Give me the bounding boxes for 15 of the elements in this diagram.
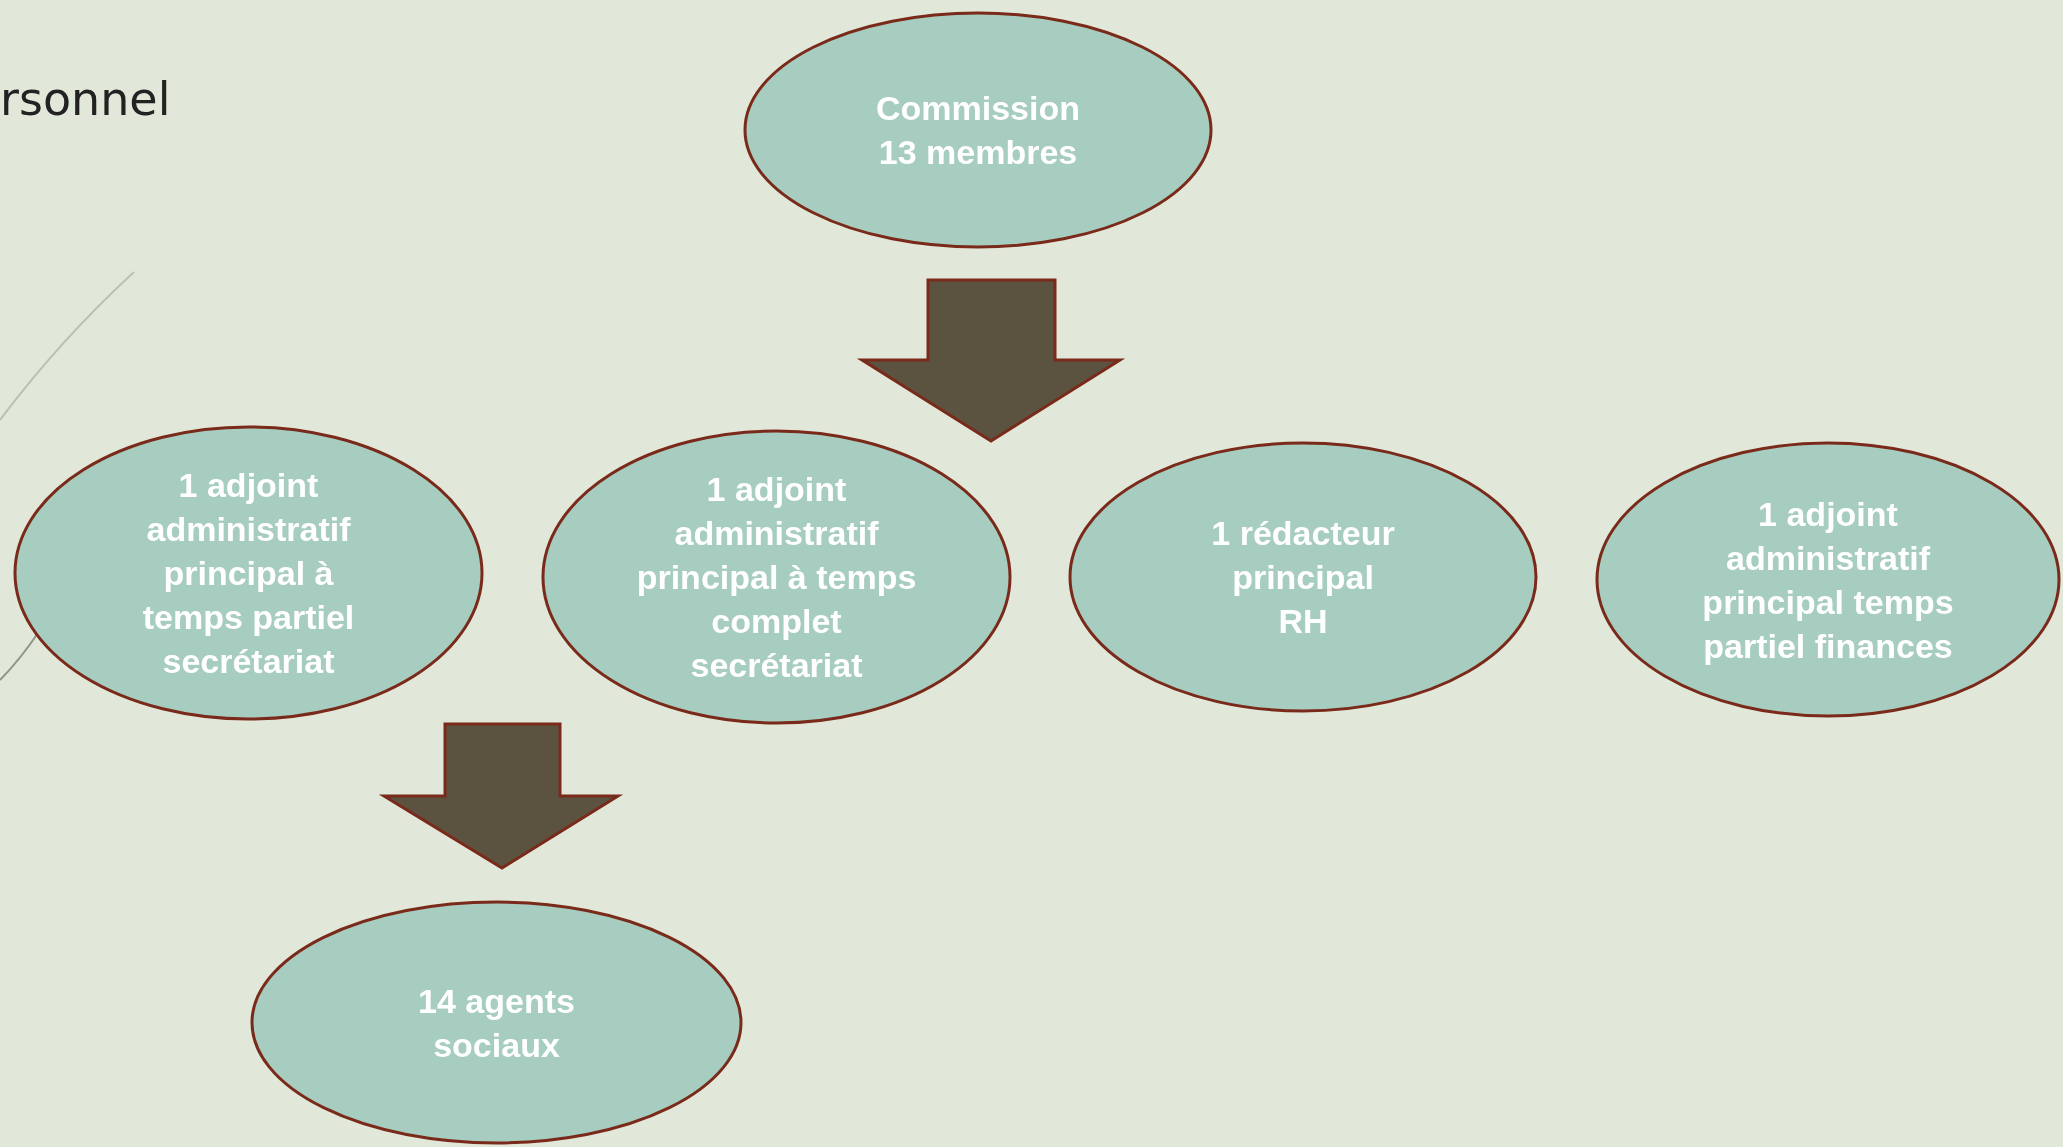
ellipse-node [1595,441,2061,718]
ellipse-node [13,425,484,721]
title: rsonnel [0,72,171,126]
block-arrow [856,278,1126,443]
node-label: 14 agents sociaux [417,980,576,1066]
ellipse-node [541,429,1012,725]
ellipse-node [1068,441,1538,713]
node-label: Commission 13 membres [874,88,1081,173]
node-label: 1 adjoint administratif principal temps partiel finances [1701,493,1955,667]
block-arrow [378,722,624,870]
ellipse-node [743,11,1213,249]
node-label: 1 rédacteur principal RH [1210,513,1396,642]
ellipse-node [250,900,743,1145]
node-label: 1 adjoint administratif principal à temps complet secrétariat [636,469,917,686]
node-label: 1 adjoint administratif principal à temps partiel secrétariat [141,465,356,682]
